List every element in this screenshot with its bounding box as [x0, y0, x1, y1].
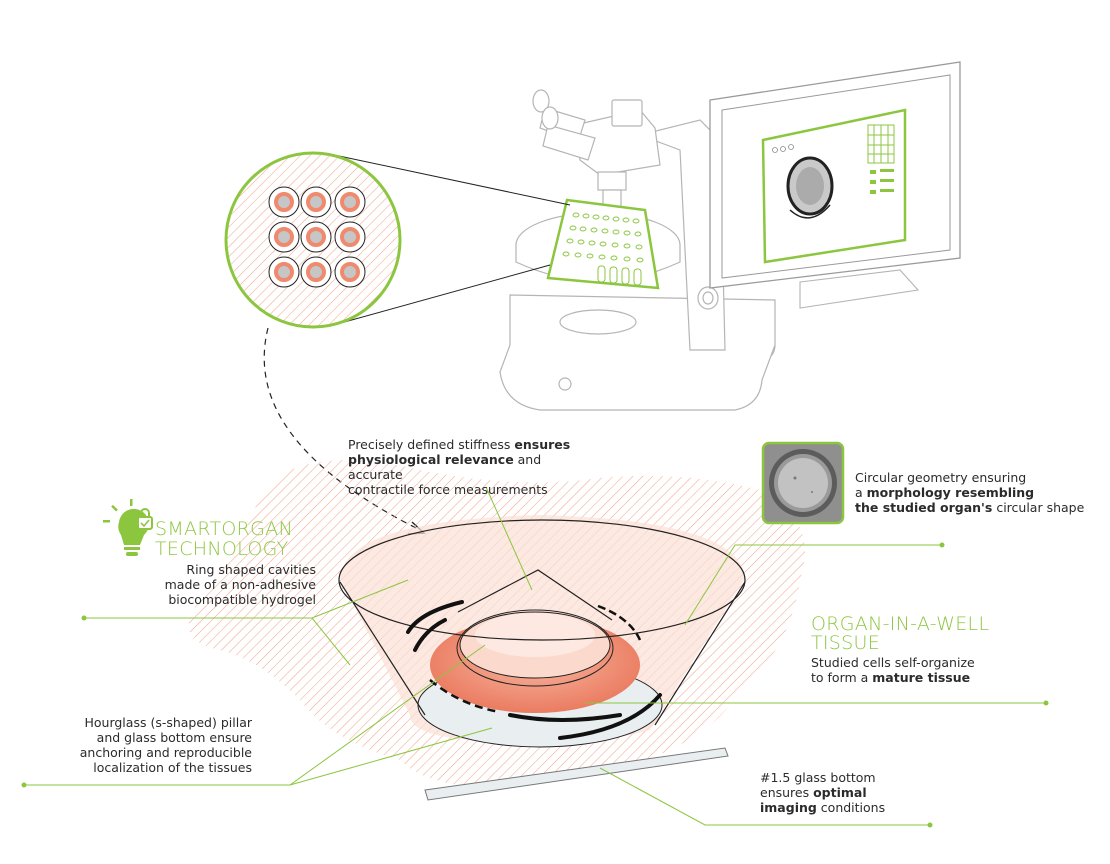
stiffness-callout: Precisely defined stiffness ensures phys… [348, 437, 571, 497]
zoom-inset [224, 151, 571, 329]
callout-dots [21, 542, 1049, 828]
hourglass-callout: Hourglass (s-shaped) pillar and glass bo… [79, 715, 252, 775]
circular-geometry-callout: Circular geometry ensuring a morphology … [855, 470, 1085, 515]
lightbulb-lock-icon [103, 499, 153, 556]
monitor-illustration [709, 61, 961, 309]
well-cross-section [338, 515, 746, 801]
smartorgan-title-line2: TECHNOLOGY [155, 538, 289, 560]
smartorgan-description: Ring shaped cavities made of a non-adhes… [164, 562, 316, 607]
glass-bottom-callout: #1.5 glass bottom ensures optimal imagin… [760, 770, 886, 815]
tissue-micrograph [761, 441, 845, 525]
organ-in-well-description: Studied cells self-organize to form a ma… [811, 655, 975, 685]
microscope-illustration [499, 89, 776, 411]
organ-in-well-title-line1: ORGAN-IN-A-WELL [811, 613, 990, 635]
organ-in-well-title-line2: TISSUE [811, 632, 881, 654]
well-plate-on-stage [546, 198, 660, 290]
smartorgan-title-line1: SMARTORGAN [155, 518, 293, 540]
callout-lines [24, 486, 1046, 826]
